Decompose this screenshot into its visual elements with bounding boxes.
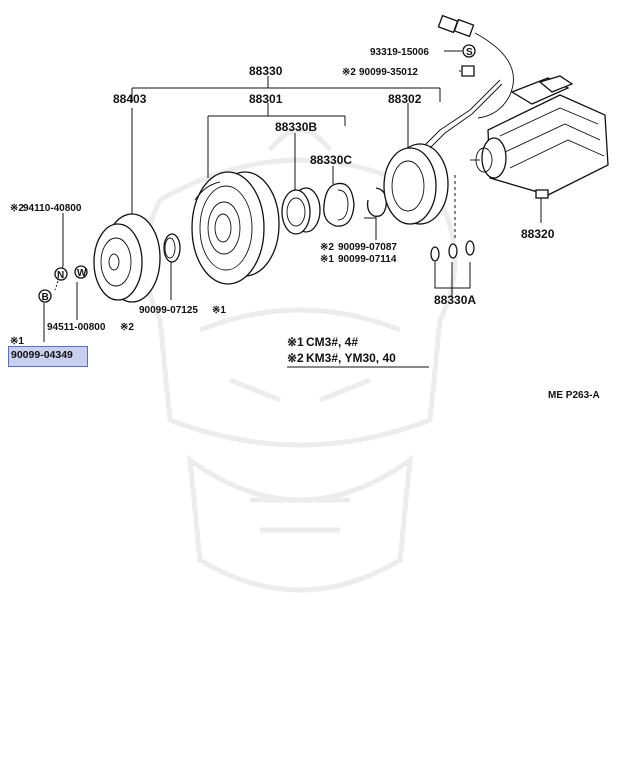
bubble-w: W <box>74 265 88 279</box>
note-2-text: KM3#, YM30, 40 <box>306 351 396 365</box>
mark-94110: ※2 <box>10 203 24 214</box>
leader-lines <box>43 50 542 342</box>
wire-connector: S <box>437 14 514 119</box>
label-88302[interactable]: 88302 <box>388 92 422 106</box>
svg-text:N: N <box>57 270 64 281</box>
label-90099-07125[interactable]: 90099-07125 <box>139 305 198 316</box>
bearing-88330B <box>281 187 321 235</box>
watermark-emblem <box>142 127 458 593</box>
svg-text:S: S <box>466 47 473 58</box>
label-88320[interactable]: 88320 <box>521 227 555 241</box>
label-88330B[interactable]: 88330B <box>275 120 317 134</box>
label-88330C[interactable]: 88330C <box>310 153 352 167</box>
label-90099-07114[interactable]: 90099-07114 <box>338 254 397 265</box>
mark-94511: ※2 <box>120 322 134 333</box>
field-coil-88302 <box>383 79 503 225</box>
mark-35012: ※2 <box>342 67 356 78</box>
svg-text:W: W <box>77 268 87 279</box>
label-94511-00800[interactable]: 94511-00800 <box>47 322 106 333</box>
mark-04349: ※1 <box>10 336 24 347</box>
note-1-mark: ※1 <box>287 335 304 349</box>
reference-code: ME P263-A <box>548 390 600 401</box>
note-1-text: CM3#, 4# <box>306 335 358 349</box>
pulley-88301 <box>191 171 280 285</box>
bubble-n: N <box>54 267 68 281</box>
pressure-plate-88403 <box>93 213 161 303</box>
label-93319-15006[interactable]: 93319-15006 <box>370 47 429 58</box>
label-88403[interactable]: 88403 <box>113 92 147 106</box>
note-2-mark: ※2 <box>287 351 304 365</box>
svg-text:B: B <box>42 292 49 303</box>
bubble-b: B <box>38 289 52 303</box>
compressor-88320 <box>470 75 609 199</box>
label-88330A[interactable]: 88330A <box>434 293 476 307</box>
mark-07114: ※1 <box>320 254 334 265</box>
label-94110-40800[interactable]: 94110-40800 <box>23 203 82 214</box>
mark-07087: ※2 <box>320 242 334 253</box>
mark-07125: ※1 <box>212 305 226 316</box>
snap-ring-90099-07087 <box>366 187 387 217</box>
label-90099-04349[interactable]: 90099-04349 <box>11 349 73 361</box>
shim-90099-07125 <box>163 233 181 263</box>
label-88301[interactable]: 88301 <box>249 92 283 106</box>
label-90099-07087[interactable]: 90099-07087 <box>338 242 397 253</box>
label-90099-35012[interactable]: 90099-35012 <box>359 67 418 78</box>
shims-88330A <box>430 240 475 262</box>
snap-ring-88330C <box>323 182 355 227</box>
highlight-box[interactable] <box>8 346 88 367</box>
label-88330[interactable]: 88330 <box>249 64 283 78</box>
